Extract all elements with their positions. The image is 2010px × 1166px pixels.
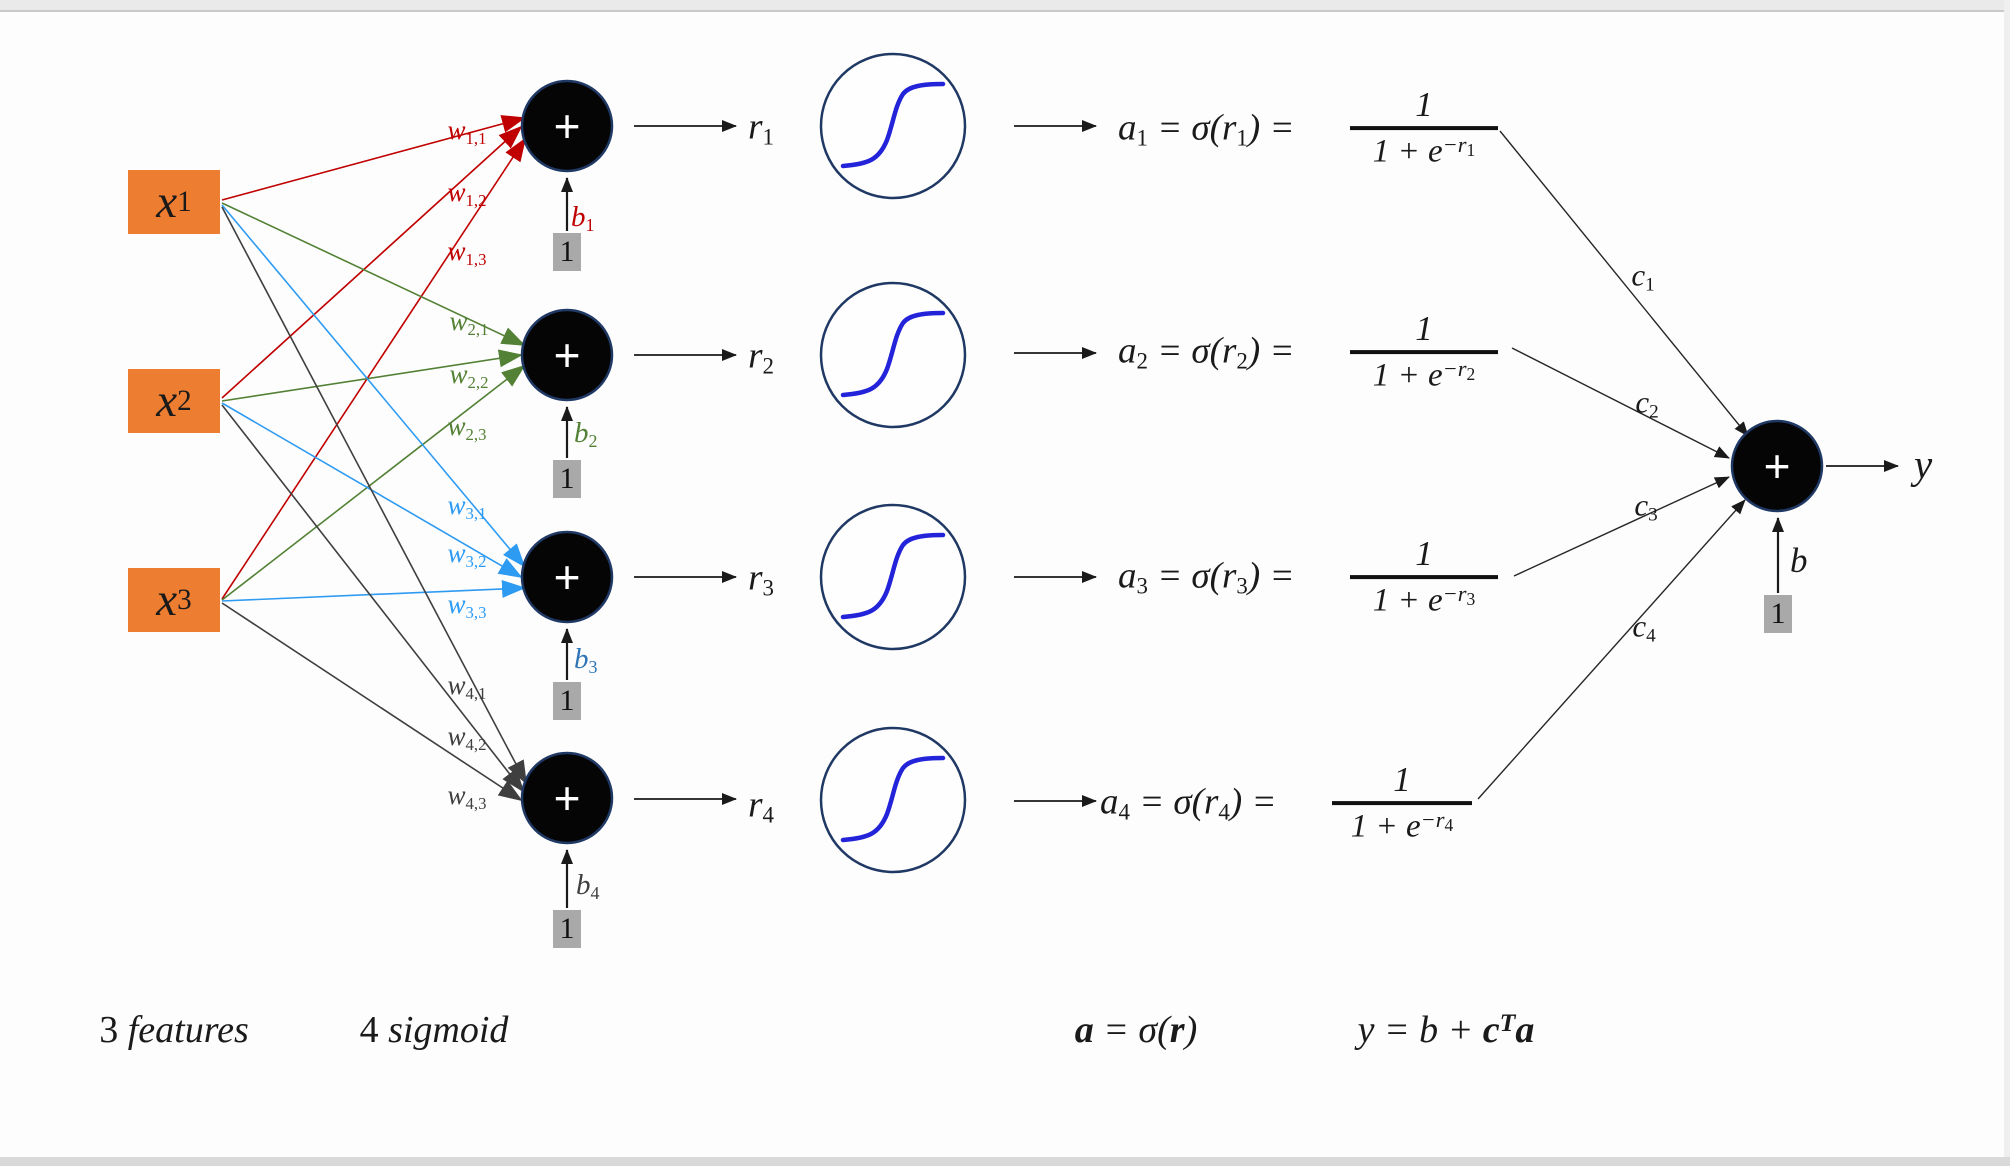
weight-label-w22: w2,2 [449, 359, 489, 392]
bias-input-3: 1 [553, 682, 581, 720]
weight-label-w23: w2,3 [447, 411, 487, 444]
weight-label-w13: w1,3 [447, 236, 487, 269]
bias-label-b2: b2 [574, 417, 598, 452]
bias-arrows [561, 177, 1784, 908]
c-weight-lines [1477, 130, 1749, 800]
output-neuron [1730, 419, 1824, 513]
weight-label-w11: w1,1 [447, 115, 487, 148]
weight-label-w32: w3,2 [447, 538, 487, 571]
sigmoid-node-2 [819, 281, 967, 429]
fraction-a4: 1 1 + e−r4 [1332, 761, 1472, 844]
weight-label-w31: w3,1 [447, 490, 487, 523]
sigmoid-node-4 [819, 726, 967, 874]
r2-label: r2 [748, 335, 774, 379]
connections-to-neuron2 [221, 202, 526, 601]
fraction-a2: 1 1 + e−r2 [1350, 310, 1498, 393]
sum-neurons [520, 79, 1824, 845]
weight-label-w43: w4,3 [447, 780, 487, 813]
neuron-output-arrows [634, 120, 1899, 807]
sigmoid-curve [840, 755, 946, 843]
caption-vector-equation: a = σ(r) [1074, 1009, 1198, 1051]
bias-input-1: 1 [553, 233, 581, 271]
equation-a3: a3 = σ(r3) = [1118, 555, 1295, 599]
fraction-a1: 1 1 + e−r1 [1350, 86, 1498, 169]
sigmoid-curve [840, 310, 946, 398]
connections-to-neuron1 [221, 115, 527, 600]
plus-sign-neuron3: + [553, 551, 581, 603]
window-right-edge [2004, 0, 2010, 1166]
equation-a1: a1 = σ(r1) = [1118, 107, 1295, 151]
weight-label-w42: w4,2 [447, 721, 487, 754]
bias-label-b3: b3 [574, 643, 598, 678]
bias-input-2: 1 [553, 460, 581, 498]
sigmoid-node-1 [819, 52, 967, 200]
equation-a4: a4 = σ(r4) = [1100, 781, 1277, 825]
r4-label: r4 [748, 784, 774, 828]
window-bottom-edge [0, 1157, 2010, 1166]
equation-a2: a2 = σ(r2) = [1118, 330, 1295, 374]
sigmoid-curve [840, 532, 946, 620]
output-y-label: y [1914, 441, 1933, 487]
bias-input-4: 1 [553, 910, 581, 948]
caption-features: 3 features [99, 1009, 249, 1051]
c2-label: c2 [1635, 384, 1659, 423]
caption-readout-equation: y = b + cTa [1357, 1008, 1535, 1051]
plus-sign-neuron1: + [553, 100, 581, 152]
neuron-1 [520, 79, 614, 173]
output-bias-input: 1 [1764, 595, 1792, 633]
sigmoid-curve [840, 81, 946, 169]
fraction-a3: 1 1 + e−r3 [1350, 535, 1498, 618]
weight-label-w41: w4,1 [447, 670, 487, 703]
c4-label: c4 [1632, 608, 1656, 647]
neuron-3 [520, 530, 614, 624]
output-bias-label: b [1790, 541, 1808, 580]
bias-label-b1: b1 [571, 201, 595, 236]
neuron-4 [520, 751, 614, 845]
plus-sign-neuron2: + [553, 329, 581, 381]
c3-label: c3 [1634, 487, 1658, 526]
caption-sigmoid: 4 sigmoid [359, 1009, 509, 1051]
neuron-2 [520, 308, 614, 402]
r1-label: r1 [748, 106, 774, 150]
plus-sign-neuron4: + [553, 772, 581, 824]
r3-label: r3 [748, 557, 774, 601]
sigmoid-nodes [819, 52, 967, 874]
plus-sign-output-neuron: + [1763, 440, 1791, 492]
sigmoid-node-3 [819, 503, 967, 651]
weight-label-w12: w1,2 [447, 177, 487, 210]
connections-to-neuron4 [221, 206, 527, 802]
weight-label-w21: w2,1 [449, 306, 489, 339]
bias-label-b4: b4 [576, 869, 600, 904]
weight-label-w33: w3,3 [447, 589, 487, 622]
c1-label: c1 [1631, 257, 1655, 296]
window-top-edge [0, 0, 2010, 12]
